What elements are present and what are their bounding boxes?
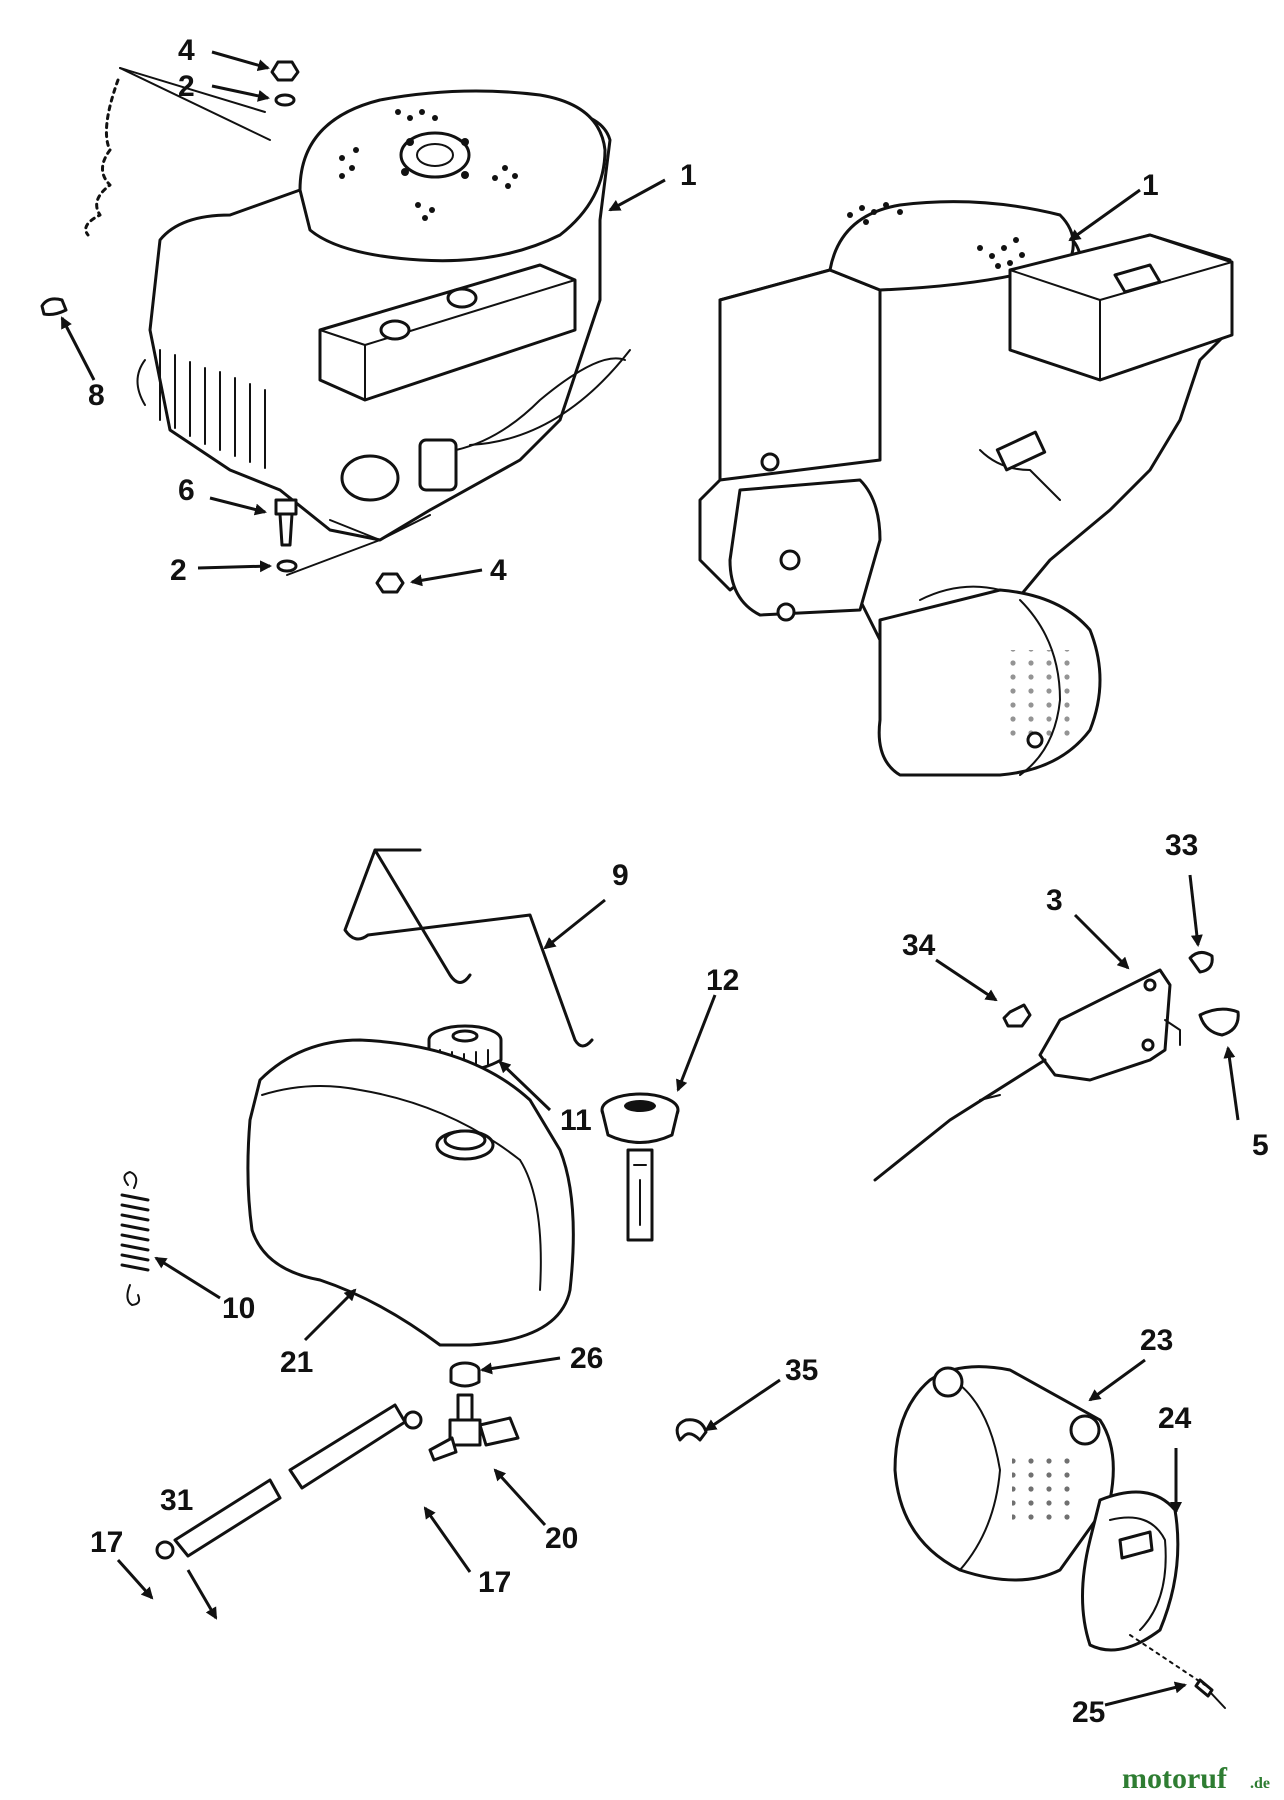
callout-5: 5 <box>1252 1129 1269 1162</box>
callout-20: 20 <box>545 1522 578 1555</box>
callout-11: 11 <box>560 1104 592 1137</box>
vertical-engine <box>136 89 631 542</box>
callout-33: 33 <box>1165 829 1198 862</box>
engine-mount-hardware <box>274 498 405 594</box>
callout-10: 10 <box>222 1292 255 1325</box>
leader-arrows <box>60 50 1240 1707</box>
callout-6: 6 <box>178 474 195 507</box>
callout-12: 12 <box>706 964 739 997</box>
retaining-clip <box>675 1418 708 1442</box>
callout-4-bottom: 4 <box>490 554 507 587</box>
callout-17-right: 17 <box>478 1566 511 1599</box>
fuel-gauge-cap <box>600 1092 680 1242</box>
callout-26: 26 <box>570 1342 603 1375</box>
pull-rope <box>84 78 120 237</box>
callout-2-bottom: 2 <box>170 554 187 587</box>
fuel-tank-bracket <box>343 848 594 1048</box>
fuel-tank <box>246 1038 575 1347</box>
tension-spring <box>120 1171 150 1306</box>
throttle-bracket <box>873 951 1240 1182</box>
callout-2-top: 2 <box>178 70 195 103</box>
callout-8: 8 <box>88 379 105 412</box>
watermark-brand: motoruf <box>1122 1762 1228 1795</box>
horizontal-engine <box>698 200 1234 777</box>
callout-4-top: 4 <box>178 34 195 67</box>
callout-25: 25 <box>1072 1696 1105 1729</box>
hardware-top <box>119 60 300 141</box>
fuel-shutoff-valve <box>428 1361 520 1462</box>
callout-1-right: 1 <box>1142 169 1159 202</box>
callout-3: 3 <box>1046 884 1063 917</box>
callout-9: 9 <box>612 859 629 892</box>
callout-23: 23 <box>1140 1324 1173 1357</box>
callout-24: 24 <box>1158 1402 1192 1435</box>
callout-34: 34 <box>902 929 936 962</box>
spark-plug-boot <box>40 297 68 316</box>
callout-21: 21 <box>280 1346 313 1379</box>
callout-labels: 4 2 1 1 8 6 2 4 9 11 12 10 21 26 20 17 1… <box>88 34 1269 1729</box>
callout-35: 35 <box>785 1354 818 1387</box>
watermark-suffix: .de <box>1250 1775 1270 1792</box>
callout-31: 31 <box>160 1484 193 1517</box>
air-cleaner <box>893 1365 1226 1709</box>
watermark-logo: motoruf .de <box>1122 1762 1270 1795</box>
callout-1-left: 1 <box>680 159 697 192</box>
fuel-line <box>155 1403 423 1560</box>
callout-17-left: 17 <box>90 1526 123 1559</box>
